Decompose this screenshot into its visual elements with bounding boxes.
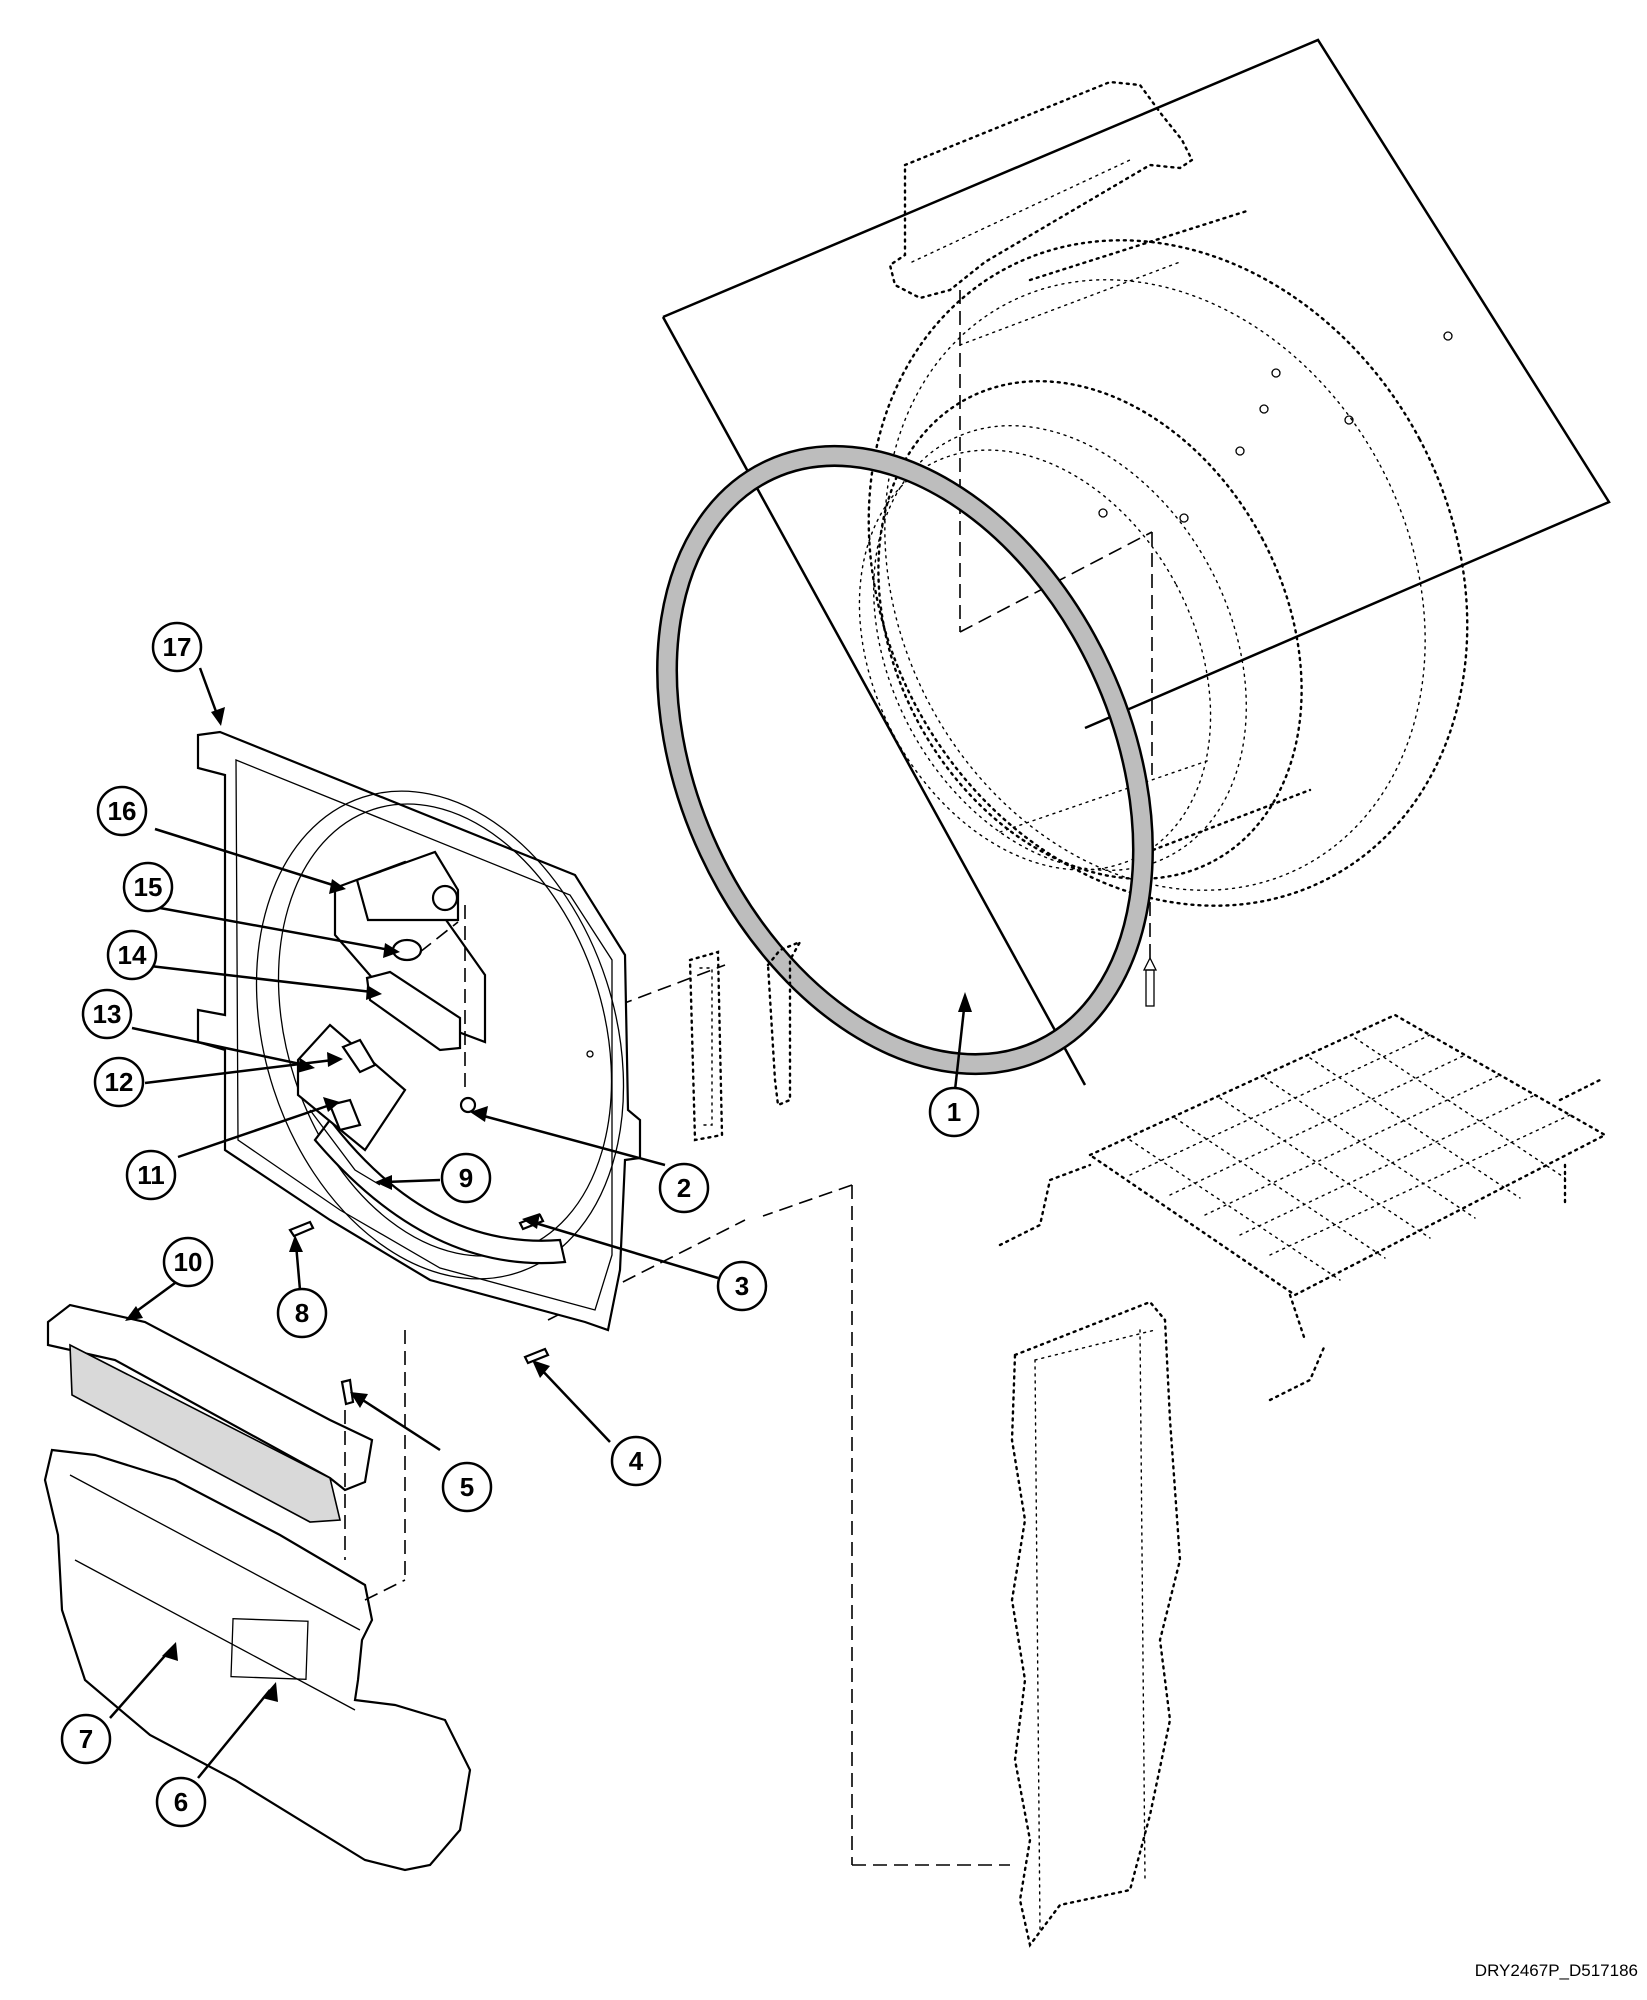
- lint-filter: [46, 1303, 374, 1523]
- svg-text:4: 4: [629, 1446, 644, 1476]
- callout-12: 12: [93, 1056, 145, 1108]
- svg-text:8: 8: [295, 1298, 309, 1328]
- callout-13: 13: [81, 988, 133, 1040]
- callout-7: 7: [60, 1713, 112, 1765]
- lint-trap-brackets: [688, 939, 803, 1142]
- svg-text:13: 13: [93, 999, 122, 1029]
- callout-14: 14: [106, 929, 158, 981]
- svg-text:7: 7: [79, 1724, 93, 1754]
- callout-16: 16: [96, 785, 148, 837]
- lint-duct: [43, 1330, 472, 1872]
- svg-text:16: 16: [108, 796, 137, 826]
- lamp-assembly: [333, 850, 487, 1090]
- dryer-drum: [858, 208, 1469, 907]
- svg-text:11: 11: [137, 1160, 165, 1190]
- top-bracket: [888, 80, 1194, 300]
- callout-4: 4: [610, 1435, 662, 1487]
- callout-15: 15: [122, 861, 174, 913]
- cabinet-outline: [661, 38, 1611, 1086]
- screws: [288, 1213, 550, 1406]
- svg-text:15: 15: [134, 872, 163, 902]
- svg-text:3: 3: [735, 1271, 749, 1301]
- callout-17: 17: [151, 621, 203, 673]
- callout-11: 11: [125, 1149, 177, 1201]
- callout-3: 3: [716, 1260, 768, 1312]
- svg-text:6: 6: [174, 1787, 188, 1817]
- callout-1: 1: [928, 1086, 980, 1138]
- drum-screw: [1142, 956, 1158, 1007]
- callout-10: 10: [162, 1236, 214, 1288]
- callout-5: 5: [441, 1461, 493, 1513]
- callout-6: 6: [155, 1776, 207, 1828]
- svg-text:9: 9: [459, 1163, 473, 1193]
- svg-text:17: 17: [163, 632, 192, 662]
- callout-9: 9: [440, 1152, 492, 1204]
- door-switch-parts: [296, 970, 477, 1186]
- side-panel: [1010, 1300, 1182, 1948]
- drawing-code: DRY2467P_D517186: [1475, 1961, 1638, 1980]
- svg-text:12: 12: [105, 1067, 134, 1097]
- svg-text:14: 14: [118, 940, 147, 970]
- svg-text:1: 1: [947, 1097, 961, 1127]
- door-gasket: [656, 444, 1154, 1076]
- svg-text:5: 5: [460, 1472, 474, 1502]
- callout-8: 8: [276, 1287, 328, 1339]
- svg-text:2: 2: [677, 1173, 691, 1203]
- drum-rack: [998, 1013, 1608, 1402]
- callout-2: 2: [658, 1162, 710, 1214]
- leader-lines: [109, 667, 972, 1779]
- svg-text:10: 10: [174, 1247, 203, 1277]
